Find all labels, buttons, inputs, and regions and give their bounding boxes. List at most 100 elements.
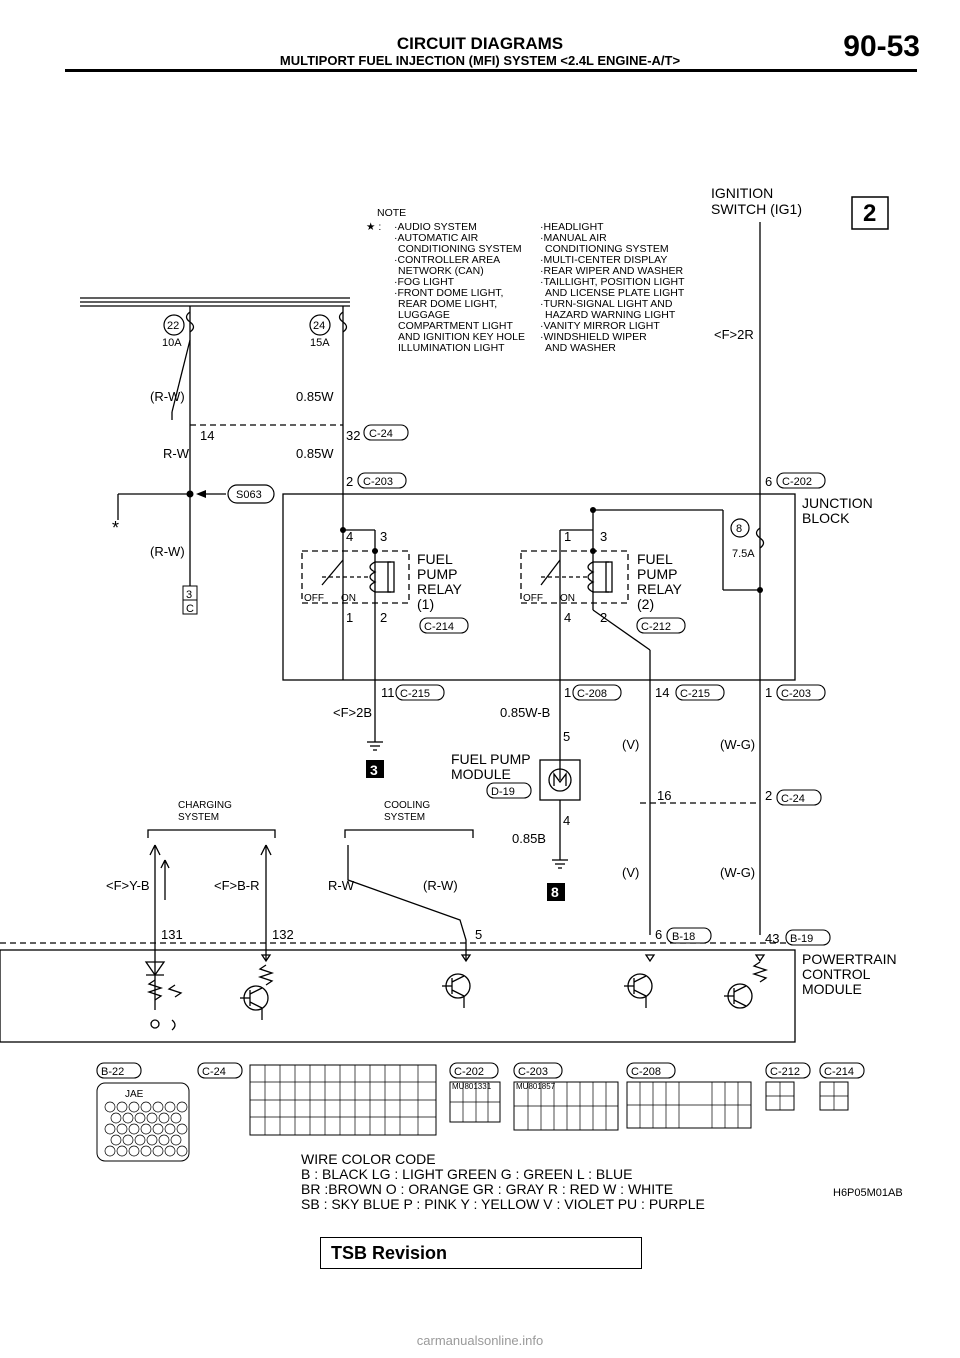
wire-rw-paren-bot: (R-W) [423, 878, 458, 893]
conn-3c-top: 3 [186, 589, 192, 601]
page-ref-2: 2 [863, 200, 876, 227]
relay1-pin-4: 4 [346, 529, 353, 544]
note-right-2: CONDITIONING SYSTEM [545, 243, 669, 255]
note-left-3: ·CONTROLLER AREA [394, 254, 500, 266]
note-right-1: ·MANUAL AIR [540, 232, 607, 244]
note-heading: NOTE [377, 207, 406, 219]
conn-d19: D-19 [491, 786, 515, 798]
relay2-pin-1: 1 [564, 529, 571, 544]
tsb-revision-label: TSB Revision [331, 1243, 448, 1263]
tsb-revision-box [320, 1237, 642, 1269]
pin-1-c208: 1 [564, 685, 571, 700]
junction-block-line2: BLOCK [802, 510, 850, 526]
note-left-9: COMPARTMENT LIGHT [398, 320, 514, 332]
conn-c208: C-208 [577, 688, 607, 700]
fuse-22-number: 22 [167, 320, 179, 332]
note-left-1: ·AUTOMATIC AIR [394, 232, 479, 244]
relay1-line2: PUMP [417, 566, 457, 582]
fuse-22-circle [163, 314, 185, 336]
page-title: CIRCUIT DIAGRAMS [396, 34, 564, 53]
pin-5-module: 5 [563, 729, 570, 744]
wire-rw-paren-top: (R-W) [150, 389, 185, 404]
pin-131: 131 [161, 927, 183, 942]
wire-wg-bot: (W-G) [720, 865, 755, 880]
cooling-system-line2: SYSTEM [384, 812, 425, 823]
conn-c212-bottom: C-212 [770, 1066, 800, 1078]
fuel-pump-module-line2: MODULE [451, 766, 511, 782]
part-mu801331: MU801331 [452, 1082, 492, 1091]
wire-v-top: (V) [622, 737, 639, 752]
relay1-line1: FUEL [417, 551, 453, 567]
pin-11: 11 [381, 685, 395, 700]
note-left-0: ·AUDIO SYSTEM [394, 221, 477, 233]
note-right-9: ·VANITY MIRROR LIGHT [540, 320, 660, 332]
note-left-4: NETWORK (CAN) [398, 265, 484, 277]
cooling-system-line1: COOLING [384, 800, 430, 811]
conn-c202-bottom: C-202 [454, 1066, 484, 1078]
fuse-24-circle [309, 314, 331, 336]
relay2-line1: FUEL [637, 551, 673, 567]
note-left-8: LUGGAGE [398, 309, 450, 321]
note-right-0: ·HEADLIGHT [540, 221, 604, 233]
wire-wg-top: (W-G) [720, 737, 755, 752]
wire-code-title: WIRE COLOR CODE [301, 1151, 436, 1167]
charging-system-line1: CHARGING [178, 800, 232, 811]
note-right-5: ·TAILLIGHT, POSITION LIGHT [540, 276, 685, 288]
relay1-off: OFF [304, 593, 324, 604]
wire-v-bot: (V) [622, 865, 639, 880]
relay2-line4: (2) [637, 596, 654, 612]
conn-jae: JAE [125, 1089, 144, 1100]
relay2-line2: PUMP [637, 566, 677, 582]
relay2-off: OFF [523, 593, 543, 604]
ground-8: 8 [551, 884, 559, 900]
charging-system-line2: SYSTEM [178, 812, 219, 823]
note-right-3: ·MULTI-CENTER DISPLAY [540, 254, 667, 266]
conn-c214: C-214 [424, 621, 454, 633]
conn-b22: B-22 [101, 1066, 124, 1078]
relay2-pin-3: 3 [600, 529, 607, 544]
pcm-line3: MODULE [802, 981, 862, 997]
pin-4-module: 4 [563, 813, 570, 828]
conn-c215-left: C-215 [400, 688, 430, 700]
conn-c215-right: C-215 [680, 688, 710, 700]
pin-2-top: 2 [346, 474, 353, 489]
conn-c203-top: C-203 [363, 476, 393, 488]
pin-14-c215: 14 [655, 685, 669, 700]
note-marker: ★ : [366, 221, 381, 233]
note-left-5: ·FOG LIGHT [394, 276, 455, 288]
ref-f2r: <F>2R [714, 327, 754, 342]
pin-6-ig: 6 [765, 474, 772, 489]
header-rule [65, 69, 917, 72]
wire-085b: 0.85B [512, 831, 546, 846]
conn-c212: C-212 [641, 621, 671, 633]
note-left-6: ·FRONT DOME LIGHT, [394, 287, 503, 299]
relay2-on: ON [560, 593, 575, 604]
wire-rw: R-W [163, 446, 190, 461]
pin-1-c203: 1 [765, 685, 772, 700]
note-right-4: ·REAR WIPER AND WASHER [540, 265, 684, 277]
relay2-pin-2: 2 [600, 610, 607, 625]
pcm-line2: CONTROL [802, 966, 871, 982]
pin-16: 16 [657, 788, 671, 803]
note-right-10: ·WINDSHIELD WIPER [540, 331, 647, 343]
conn-b18: B-18 [672, 931, 695, 943]
relay2-pin-4: 4 [564, 610, 571, 625]
page-number: 90-53 [843, 30, 920, 63]
note-left-7: REAR DOME LIGHT, [398, 298, 497, 310]
pin-14: 14 [200, 428, 214, 443]
wire-code-line3: SB : SKY BLUE P : PINK Y : YELLOW V : VI… [301, 1196, 705, 1212]
wire-085wb: 0.85W-B [500, 705, 550, 720]
fuse-8-circle [730, 518, 750, 538]
conn-c24-top: C-24 [369, 428, 393, 440]
fuel-pump-module-line1: FUEL PUMP [451, 751, 531, 767]
footer-watermark: carmanualsonline.info [416, 1333, 544, 1348]
pin-2-c24: 2 [765, 788, 772, 803]
conn-3c-bot: C [186, 603, 194, 615]
conn-b19: B-19 [790, 933, 813, 945]
junction-block-line1: JUNCTION [802, 495, 873, 511]
diagram-code: H6P05M01AB [833, 1187, 903, 1199]
conn-c214-bottom: C-214 [824, 1066, 854, 1078]
note-left-2: CONDITIONING SYSTEM [398, 243, 522, 255]
fuse-22-rating: 10A [162, 337, 182, 349]
